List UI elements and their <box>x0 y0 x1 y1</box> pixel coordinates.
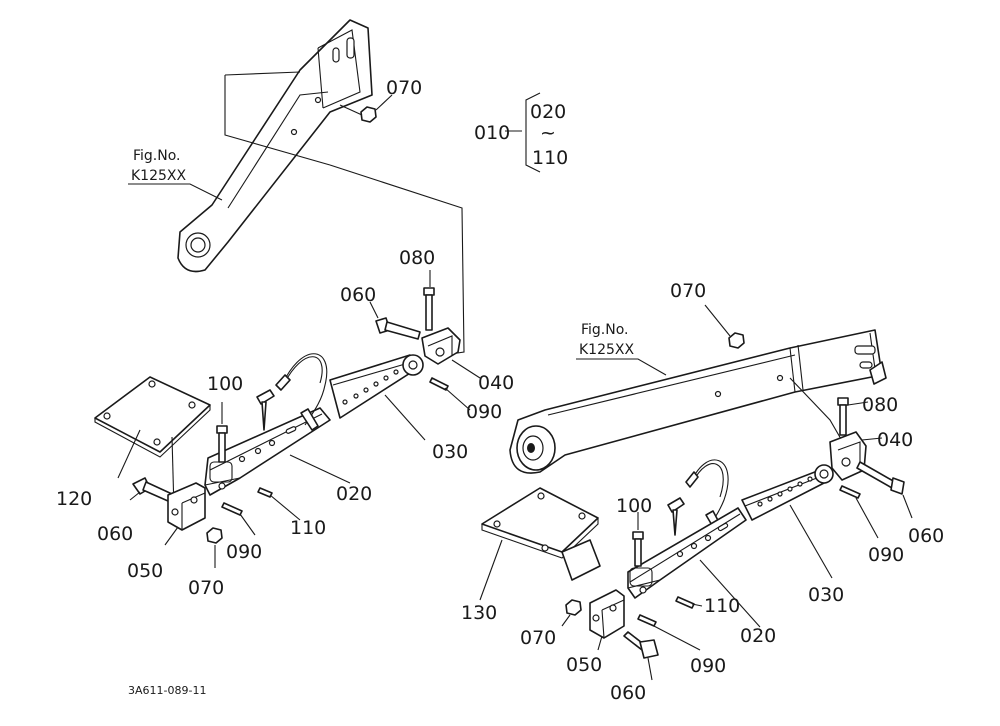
pin-090-right-lower <box>637 614 701 651</box>
drawing-code: 3A611-089-11 <box>128 684 206 697</box>
label-070-right-top: 070 <box>670 280 706 302</box>
bolt-080-right <box>837 397 869 436</box>
pin-090-right-upper <box>839 485 879 539</box>
bolt-100-right <box>632 512 644 567</box>
label-030-right: 030 <box>808 584 844 606</box>
label-110-range: 110 <box>532 147 568 169</box>
bracket-050-right <box>589 589 625 651</box>
label-060-left-lower: 060 <box>97 523 133 545</box>
label-060-left-upper: 060 <box>340 284 376 306</box>
fig-ref-right: Fig.No. K125XX <box>576 322 667 376</box>
tube-030-right <box>741 464 834 579</box>
plate-130 <box>479 487 601 601</box>
nut-070-left-lower <box>206 527 223 568</box>
label-020-range: 020 <box>530 101 566 123</box>
label-050-left: 050 <box>127 560 163 582</box>
bolt-080-left <box>423 270 435 331</box>
bolt-060-right-lower <box>623 631 659 681</box>
label-020-right: 020 <box>740 625 776 647</box>
lower-link-arm-right <box>509 329 887 474</box>
pin-110-left <box>257 487 301 521</box>
nut-070-top <box>339 94 393 123</box>
label-050-right: 050 <box>566 654 602 676</box>
label-010: 010 <box>474 122 510 144</box>
label-110-right: 110 <box>704 595 740 617</box>
plate-120 <box>94 376 211 511</box>
label-100-left: 100 <box>207 373 243 395</box>
bolt-060-right-upper <box>856 461 913 519</box>
label-040-left: 040 <box>478 372 514 394</box>
label-090-right-lower: 090 <box>690 655 726 677</box>
label-080-left: 080 <box>399 247 435 269</box>
pin-110-right <box>675 596 703 609</box>
label-070-left-lower: 070 <box>188 577 224 599</box>
bar-020-left <box>204 407 351 496</box>
label-030-left: 030 <box>432 441 468 463</box>
fig-ref-left-line2: K125XX <box>131 168 186 184</box>
assembly-range-010 <box>505 92 541 173</box>
label-070-top: 070 <box>386 77 422 99</box>
label-090-left-lower: 090 <box>226 541 262 563</box>
label-120: 120 <box>56 488 92 510</box>
label-090-left-upper: 090 <box>466 401 502 423</box>
label-range-separator: ~ <box>540 122 556 144</box>
check-chain-left <box>256 353 328 431</box>
nut-070-right-top <box>704 304 745 349</box>
pin-090-left-upper <box>429 377 471 411</box>
bracket-050-left <box>164 482 206 546</box>
bolt-100-left <box>216 402 228 463</box>
label-100-right: 100 <box>616 495 652 517</box>
bolt-060-left-upper <box>369 301 421 340</box>
label-040-right: 040 <box>877 429 913 451</box>
fig-ref-right-line1: Fig.No. <box>581 322 629 338</box>
pin-090-left <box>221 502 256 536</box>
bar-020-right <box>627 507 761 628</box>
fig-ref-right-line2: K125XX <box>579 342 634 358</box>
nut-070-right-lower <box>561 599 582 627</box>
label-070-right-lower: 070 <box>520 627 556 649</box>
tube-030-left <box>329 354 426 441</box>
label-060-right-upper: 060 <box>908 525 944 547</box>
part-labels: 070 010 020 ~ 110 080 060 040 090 100 03… <box>56 77 944 704</box>
bracket-040-left <box>421 327 481 379</box>
bolt-060-left <box>129 477 173 502</box>
label-020-left: 020 <box>336 483 372 505</box>
label-080-right: 080 <box>862 394 898 416</box>
label-060-right-lower: 060 <box>610 682 646 704</box>
label-130: 130 <box>461 602 497 624</box>
label-110-left: 110 <box>290 517 326 539</box>
lower-link-arm-left <box>177 19 373 273</box>
fig-ref-left-line1: Fig.No. <box>133 148 181 164</box>
label-090-right-upper: 090 <box>868 544 904 566</box>
fig-ref-left: Fig.No. K125XX <box>128 148 223 201</box>
